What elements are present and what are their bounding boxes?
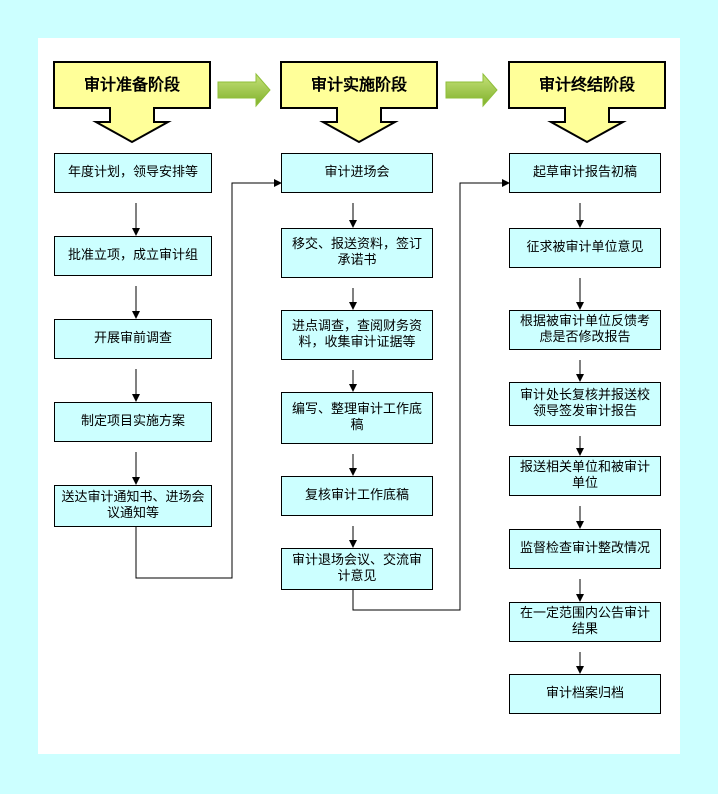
stage-transition-arrow-1 [217, 72, 271, 108]
stage-title-1: 审计准备阶段 [83, 75, 180, 94]
step-box-2-1: 审计进场会 [281, 153, 433, 193]
step-box-3-3: 根据被审计单位反馈考虑是否修改报告 [509, 310, 661, 350]
stage-header-callout-3 [508, 61, 666, 144]
step-box-2-4: 编写、整理审计工作底稿 [281, 392, 433, 444]
step-box-3-8: 审计档案归档 [509, 674, 661, 714]
step-box-1-1: 年度计划，领导安排等 [54, 153, 212, 193]
step-box-1-2: 批准立项，成立审计组 [54, 236, 212, 276]
connector-prep-to-implement [135, 179, 282, 579]
step-box-2-3: 进点调查，查阅财务资料，收集审计证据等 [281, 310, 433, 360]
step-box-1-3: 开展审前调查 [54, 319, 212, 359]
step-box-3-4: 审计处长复核并报送校领导签发审计报告 [509, 382, 661, 426]
step-box-1-4: 制定项目实施方案 [54, 402, 212, 442]
stage-header-callout-1 [53, 61, 211, 144]
step-box-3-6: 监督检查审计整改情况 [509, 529, 661, 569]
step-box-1-5: 送达审计通知书、进场会议通知等 [54, 485, 212, 527]
stage-title-3: 审计终结阶段 [538, 75, 635, 94]
step-box-3-5: 报送相关单位和被审计单位 [509, 456, 661, 496]
connector-implement-to-final [352, 179, 510, 611]
stage-transition-arrow-2 [445, 72, 498, 108]
step-box-2-6: 审计退场会议、交流审计意见 [281, 548, 433, 590]
step-box-3-1: 起草审计报告初稿 [509, 153, 661, 193]
stage-title-2: 审计实施阶段 [310, 75, 407, 94]
step-box-3-2: 征求被审计单位意见 [509, 228, 661, 268]
step-box-2-2: 移交、报送资料，签订承诺书 [281, 228, 433, 278]
step-box-3-7: 在一定范围内公告审计结果 [509, 602, 661, 642]
stage-header-callout-2 [280, 61, 438, 144]
step-box-2-5: 复核审计工作底稿 [281, 476, 433, 516]
